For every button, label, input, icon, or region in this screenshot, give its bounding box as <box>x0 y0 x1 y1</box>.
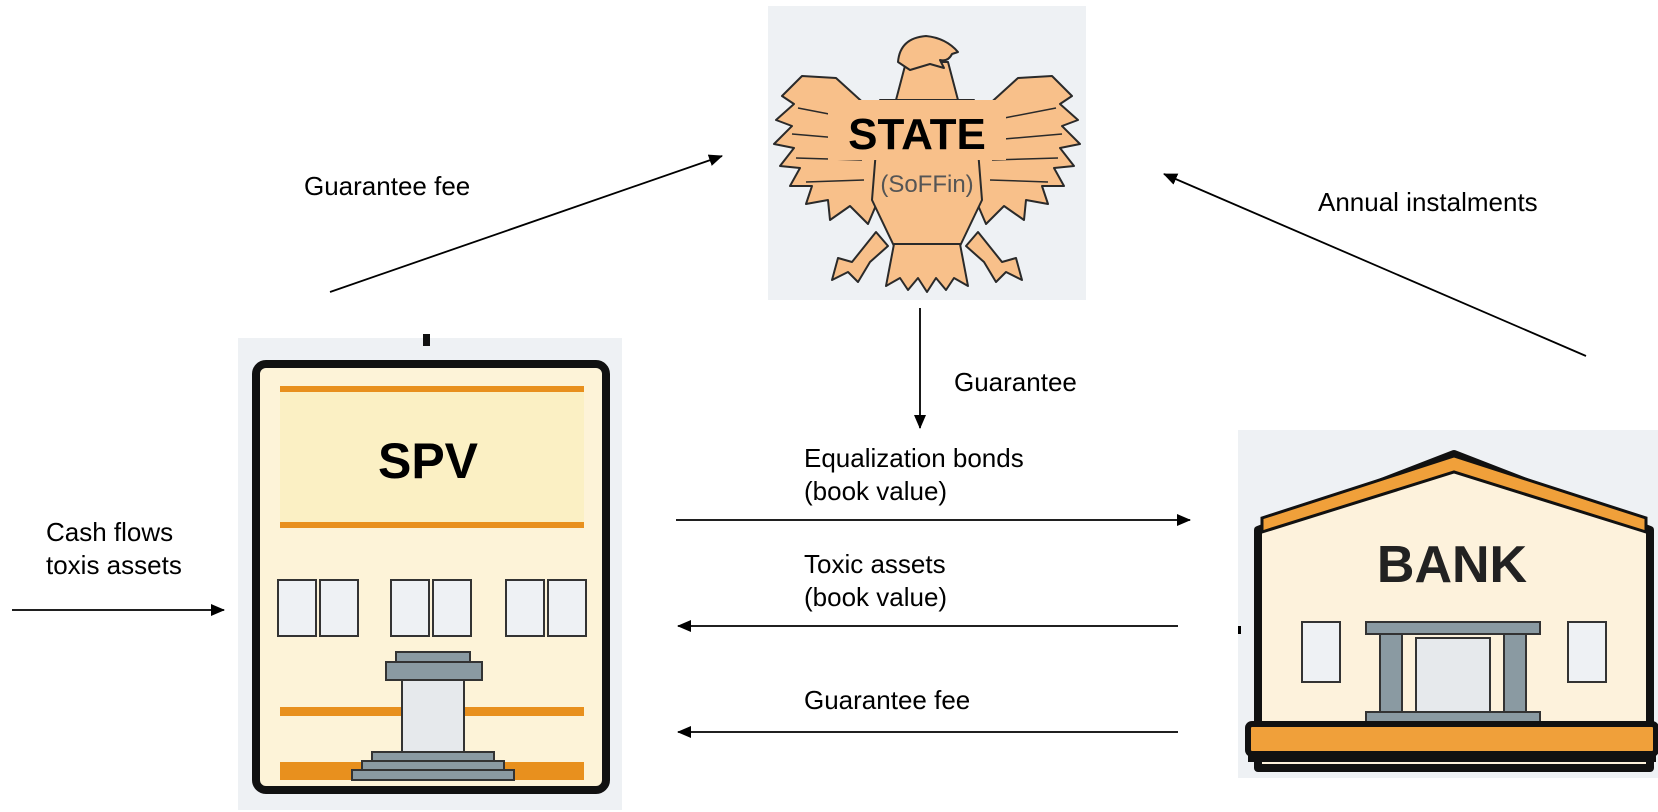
label-guarantee: Guarantee <box>954 366 1077 399</box>
bank-base <box>1245 721 1658 757</box>
spv-node: SPV <box>238 334 622 810</box>
state-label-bg <box>828 100 1006 160</box>
bank-portico-icon <box>1365 621 1541 725</box>
label-text: Cash flows <box>46 517 174 547</box>
state-title: STATE <box>848 110 986 159</box>
bank-building-icon <box>1254 450 1654 772</box>
label-text: Annual instalments <box>1318 187 1538 217</box>
label-text: Equalization bonds <box>804 443 1024 473</box>
label-equalization-bonds: Equalization bonds (book value) <box>804 442 1024 508</box>
spv-antenna <box>423 334 430 346</box>
label-text: Guarantee fee <box>304 171 471 201</box>
state-subtitle: (SoFFin) <box>880 171 973 198</box>
label-guarantee-fee-bottom: Guarantee fee <box>804 684 970 717</box>
arrow-guarantee-fee-to-state <box>329 154 723 293</box>
bank-connector-tick <box>1238 626 1241 634</box>
bank-title: BANK <box>1377 536 1528 594</box>
label-guarantee-fee-top: Guarantee fee <box>304 170 470 203</box>
label-text: Guarantee fee <box>804 685 971 715</box>
label-text: Guarantee <box>954 367 1077 397</box>
label-text: toxis assets <box>46 550 182 580</box>
label-cash-flows: Cash flows toxis assets <box>46 516 182 582</box>
state-node: STATE (SoFFin) <box>768 6 1086 300</box>
spv-stripe <box>280 386 584 392</box>
spv-sign-band <box>280 390 584 524</box>
bank-windows <box>1301 621 1607 683</box>
spv-title: SPV <box>378 433 479 489</box>
spv-door-icon <box>351 651 515 781</box>
arrow-annual-instalments-to-state <box>1163 173 1587 357</box>
label-text: (book value) <box>804 582 948 612</box>
label-text: (book value) <box>804 476 948 506</box>
label-annual-instalments: Annual instalments <box>1318 186 1538 219</box>
spv-windows <box>277 579 587 637</box>
label-text: Toxic assets <box>804 549 946 579</box>
label-toxic-assets: Toxic assets (book value) <box>804 548 947 614</box>
arrows <box>12 154 1587 738</box>
bank-base-shadow <box>1248 754 1656 762</box>
spv-stripe <box>280 522 584 528</box>
bank-node: BANK <box>1238 430 1658 778</box>
